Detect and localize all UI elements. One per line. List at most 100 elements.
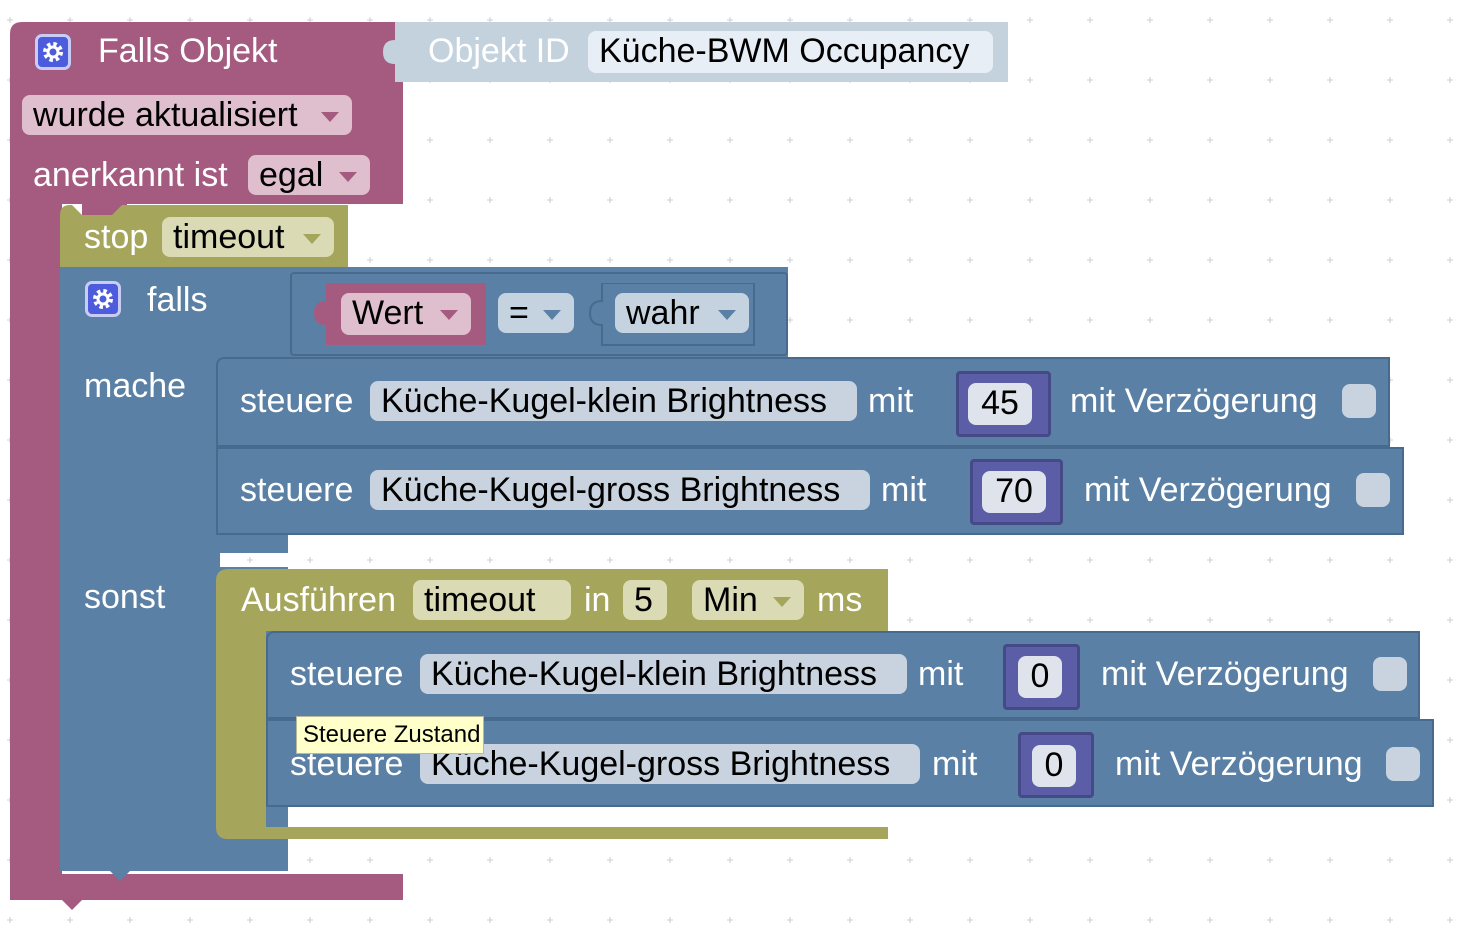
else-action-1[interactable]: steuere Küche-Kugel-klein Brightness mit… bbox=[266, 631, 1420, 719]
grid-cross bbox=[967, 557, 973, 563]
action-object-field[interactable]: Küche-Kugel-klein Brightness bbox=[370, 381, 857, 421]
grid-cross bbox=[727, 257, 733, 263]
grid-cross bbox=[1327, 917, 1333, 923]
grid-cross bbox=[1447, 797, 1453, 803]
action-object-field[interactable]: Küche-Kugel-gross Brightness bbox=[420, 744, 920, 784]
grid-cross bbox=[967, 617, 973, 623]
grid-cross bbox=[1087, 77, 1093, 83]
grid-cross bbox=[1327, 617, 1333, 623]
object-id-field[interactable]: Küche-BWM Occupancy bbox=[588, 31, 993, 73]
action-delay-label: mit Verzögerung bbox=[1115, 745, 1363, 783]
grid-cross bbox=[1267, 857, 1273, 863]
grid-cross bbox=[1267, 77, 1273, 83]
stop-label: stop bbox=[84, 218, 149, 256]
timeout-ms-label: ms bbox=[817, 581, 863, 619]
action-object-field[interactable]: Küche-Kugel-gross Brightness bbox=[370, 470, 870, 510]
if-gear-icon[interactable] bbox=[85, 281, 121, 317]
action-number-field[interactable]: 0 bbox=[1032, 745, 1076, 787]
grid-cross bbox=[667, 197, 673, 203]
grid-cross bbox=[1147, 137, 1153, 143]
grid-cross bbox=[547, 257, 553, 263]
grid-cross bbox=[1387, 77, 1393, 83]
grid-cross bbox=[1267, 557, 1273, 563]
grid-cross bbox=[607, 257, 613, 263]
action-with-label: mit bbox=[868, 382, 914, 420]
operator-dropdown[interactable]: = bbox=[498, 293, 574, 333]
grid-cross bbox=[1447, 677, 1453, 683]
grid-cross bbox=[1207, 197, 1213, 203]
grid-cross bbox=[1147, 257, 1153, 263]
timeout-value-field[interactable]: 5 bbox=[623, 580, 667, 620]
grid-cross bbox=[787, 137, 793, 143]
tooltip: Steuere Zustand bbox=[296, 716, 484, 754]
timeout-name-field[interactable]: timeout bbox=[413, 580, 571, 620]
grid-cross bbox=[1327, 857, 1333, 863]
grid-cross bbox=[1387, 137, 1393, 143]
grid-cross bbox=[787, 257, 793, 263]
grid-cross bbox=[1387, 17, 1393, 23]
action-label: steuere bbox=[240, 471, 354, 509]
grid-cross bbox=[667, 917, 673, 923]
grid-cross bbox=[1447, 257, 1453, 263]
grid-cross bbox=[1087, 197, 1093, 203]
boolean-dropdown[interactable]: wahr bbox=[615, 293, 749, 333]
grid-cross bbox=[547, 857, 553, 863]
action-object-field[interactable]: Küche-Kugel-klein Brightness bbox=[420, 654, 907, 694]
action-number-field[interactable]: 45 bbox=[968, 383, 1032, 425]
grid-cross bbox=[1447, 437, 1453, 443]
grid-cross bbox=[1027, 557, 1033, 563]
grid-cross bbox=[1027, 917, 1033, 923]
chevron-down-icon bbox=[339, 172, 357, 182]
grid-cross bbox=[487, 137, 493, 143]
trigger-gear-icon[interactable] bbox=[35, 34, 71, 70]
grid-cross bbox=[667, 857, 673, 863]
grid-cross bbox=[487, 857, 493, 863]
grid-cross bbox=[1327, 257, 1333, 263]
grid-cross bbox=[667, 137, 673, 143]
ack-dropdown[interactable]: egal bbox=[248, 155, 370, 195]
operator-dropdown-value: = bbox=[509, 294, 529, 332]
grid-cross bbox=[727, 137, 733, 143]
grid-cross bbox=[1387, 317, 1393, 323]
delay-checkbox[interactable] bbox=[1342, 384, 1376, 418]
grid-cross bbox=[1327, 197, 1333, 203]
grid-cross bbox=[1387, 617, 1393, 623]
then-action-1[interactable]: steuere Küche-Kugel-klein Brightness mit… bbox=[216, 357, 1390, 447]
grid-cross bbox=[907, 257, 913, 263]
grid-cross bbox=[547, 197, 553, 203]
grid-cross bbox=[307, 917, 313, 923]
delay-checkbox[interactable] bbox=[1356, 473, 1390, 507]
grid-cross bbox=[547, 557, 553, 563]
delay-checkbox[interactable] bbox=[1373, 657, 1407, 691]
grid-cross bbox=[247, 557, 253, 563]
grid-cross bbox=[7, 917, 13, 923]
grid-cross bbox=[967, 857, 973, 863]
stop-dropdown[interactable]: timeout bbox=[162, 217, 334, 257]
ack-label: anerkannt ist bbox=[33, 156, 228, 194]
grid-cross bbox=[1447, 737, 1453, 743]
grid-cross bbox=[727, 917, 733, 923]
timeout-unit-dropdown[interactable]: Min bbox=[692, 580, 804, 620]
grid-cross bbox=[367, 917, 373, 923]
action-number-field[interactable]: 70 bbox=[982, 471, 1046, 513]
else-label: sonst bbox=[84, 578, 166, 616]
grid-cross bbox=[607, 917, 613, 923]
grid-cross bbox=[1027, 77, 1033, 83]
grid-cross bbox=[1147, 317, 1153, 323]
grid-cross bbox=[1027, 317, 1033, 323]
value-dropdown[interactable]: Wert bbox=[341, 293, 471, 335]
grid-cross bbox=[1207, 917, 1213, 923]
delay-checkbox[interactable] bbox=[1386, 747, 1420, 781]
grid-cross bbox=[1087, 137, 1093, 143]
grid-cross bbox=[727, 857, 733, 863]
else-action-2[interactable]: steuere Küche-Kugel-gross Brightness mit… bbox=[266, 719, 1434, 807]
grid-cross bbox=[1087, 257, 1093, 263]
grid-cross bbox=[1387, 197, 1393, 203]
grid-cross bbox=[1147, 917, 1153, 923]
grid-cross bbox=[907, 917, 913, 923]
ack-dropdown-value: egal bbox=[259, 156, 324, 194]
then-action-2[interactable]: steuere Küche-Kugel-gross Brightness mit… bbox=[216, 447, 1404, 535]
grid-cross bbox=[367, 857, 373, 863]
action-number-field[interactable]: 0 bbox=[1018, 656, 1062, 698]
event-dropdown[interactable]: wurde aktualisiert bbox=[22, 95, 352, 135]
